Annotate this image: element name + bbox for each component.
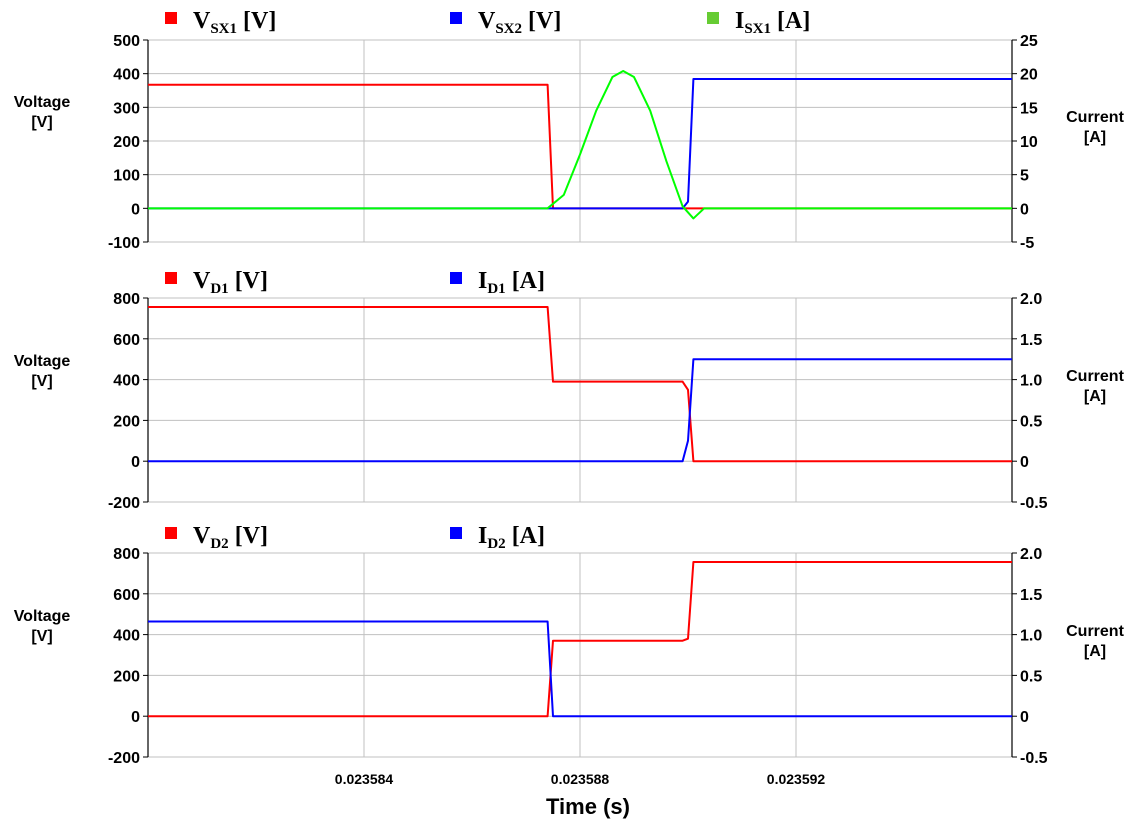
y-tick-label-left: -200	[108, 750, 140, 767]
legend-label: ID1 [A]	[478, 268, 545, 297]
y-tick-label-left: 800	[113, 546, 140, 563]
y-tick-label-left: -100	[108, 235, 140, 252]
y-tick-label-left: 400	[113, 373, 140, 390]
y-tick-label-right: 1.0	[1020, 373, 1042, 390]
y-tick-label-right: 5	[1020, 168, 1029, 185]
y-tick-label-left: 100	[113, 168, 140, 185]
y-tick-label-right: 0	[1020, 201, 1029, 218]
legend-marker	[165, 12, 177, 24]
y-axis-title-left: [V]	[31, 628, 52, 645]
x-axis-title: Time (s)	[546, 794, 630, 819]
y-tick-label-left: 400	[113, 67, 140, 84]
y-axis-title-right: Current	[1066, 623, 1124, 640]
series-line-2	[148, 620, 1012, 718]
y-tick-label-left: 600	[113, 587, 140, 604]
y-tick-label-left: 200	[113, 413, 140, 430]
y-tick-label-right: -0.5	[1020, 750, 1048, 767]
y-tick-label-left: 500	[113, 33, 140, 50]
y-tick-label-left: 600	[113, 332, 140, 349]
y-tick-label-right: 0.5	[1020, 668, 1042, 685]
legend-marker	[450, 272, 462, 284]
y-tick-label-left: 200	[113, 668, 140, 685]
y-tick-label-right: 2.0	[1020, 291, 1042, 308]
y-tick-label-right: 1.5	[1020, 332, 1042, 349]
y-axis-title-right: Current	[1066, 109, 1124, 126]
y-axis-title-left: Voltage	[14, 94, 71, 111]
series-line-3	[148, 69, 1012, 220]
legend-marker	[165, 527, 177, 539]
chart-panel-3: 800 600 400 200 0 -200 2.0 1.5 1.0 0.5 0 -0.5 Voltag…	[14, 523, 1125, 767]
y-axis-title-right: Current	[1066, 368, 1124, 385]
legend-label: VSX1 [V]	[193, 8, 276, 37]
y-tick-label-left: 0	[131, 454, 140, 471]
y-tick-label-left: 0	[131, 201, 140, 218]
y-tick-label-left: 300	[113, 100, 140, 117]
x-tick-label: 0.023592	[767, 771, 826, 787]
legend-label: ISX1 [A]	[735, 8, 810, 37]
x-tick-label: 0.023584	[335, 771, 394, 787]
y-tick-label-right: 20	[1020, 67, 1038, 84]
y-axis-title-left: [V]	[31, 114, 52, 131]
y-tick-label-right: 0	[1020, 709, 1029, 726]
chart-panel-1: 500 400 300 200 100 0 -100 25 20 15 10 5 0 -5 Voltage […	[14, 8, 1125, 252]
legend-marker	[450, 12, 462, 24]
y-tick-label-left: 200	[113, 134, 140, 151]
y-tick-label-right: 2.0	[1020, 546, 1042, 563]
y-tick-label-left: 400	[113, 628, 140, 645]
legend-marker	[707, 12, 719, 24]
y-axis-title-right: [A]	[1084, 643, 1106, 660]
legend-label: ID2 [A]	[478, 523, 545, 552]
y-tick-label-right: 15	[1020, 100, 1038, 117]
y-axis-title-left: Voltage	[14, 353, 71, 370]
y-tick-label-right: -0.5	[1020, 495, 1048, 512]
series-line-2	[148, 358, 1012, 463]
series-line-1	[148, 560, 1012, 718]
x-tick-label: 0.023588	[551, 771, 610, 787]
y-tick-label-right: -5	[1020, 235, 1034, 252]
y-tick-label-left: -200	[108, 495, 140, 512]
y-tick-label-left: 0	[131, 709, 140, 726]
y-axis-title-left: [V]	[31, 373, 52, 390]
legend-label: VD1 [V]	[193, 268, 268, 297]
y-tick-label-right: 25	[1020, 33, 1038, 50]
y-tick-label-right: 10	[1020, 134, 1038, 151]
series-line-1	[148, 305, 1012, 463]
y-axis-title-left: Voltage	[14, 608, 71, 625]
y-tick-label-right: 1.0	[1020, 628, 1042, 645]
y-tick-label-right: 0	[1020, 454, 1029, 471]
y-tick-label-right: 0.5	[1020, 413, 1042, 430]
y-tick-label-left: 800	[113, 291, 140, 308]
y-tick-label-right: 1.5	[1020, 587, 1042, 604]
y-axis-title-right: [A]	[1084, 388, 1106, 405]
legend-marker	[450, 527, 462, 539]
legend-label: VD2 [V]	[193, 523, 268, 552]
y-axis-title-right: [A]	[1084, 129, 1106, 146]
legend-label: VSX2 [V]	[478, 8, 561, 37]
chart-panel-2: 800 600 400 200 0 -200 2.0 1.5 1.0 0.5 0 -0.5 Voltag…	[14, 268, 1125, 512]
legend-marker	[165, 272, 177, 284]
